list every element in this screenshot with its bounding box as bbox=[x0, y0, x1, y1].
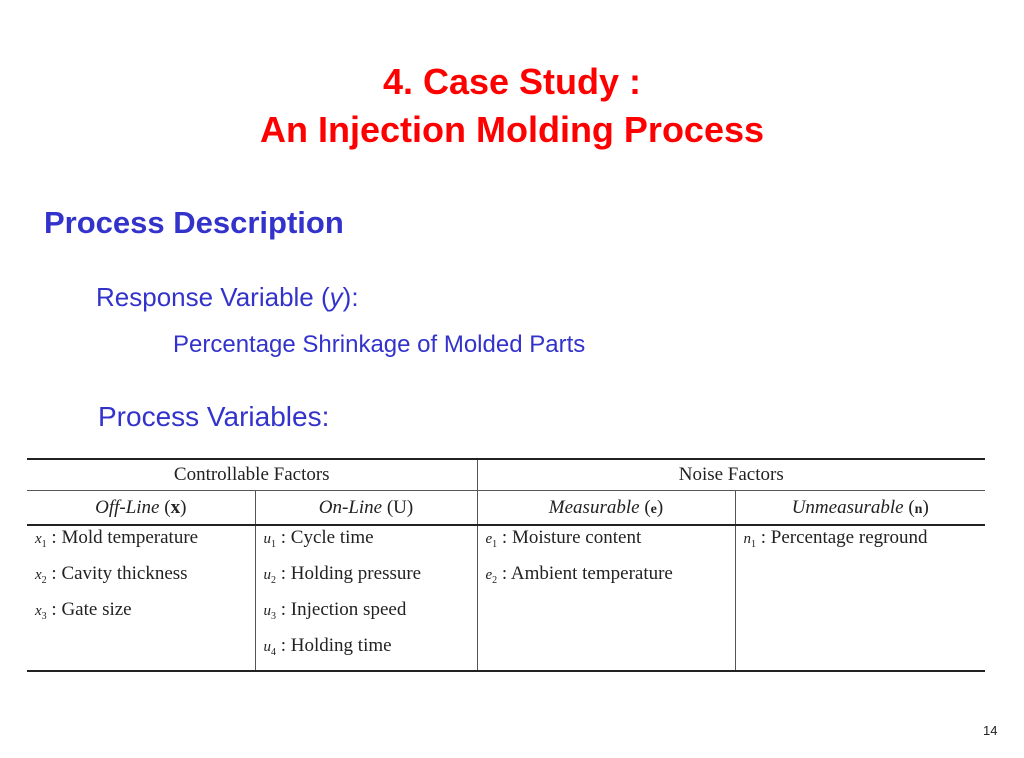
title-line-1: 4. Case Study : bbox=[382, 61, 642, 102]
list-item: x1 : Mold temperature bbox=[35, 527, 199, 550]
noise-factors-header: Noise Factors bbox=[476, 458, 985, 491]
page-number: 14 bbox=[983, 723, 998, 738]
process-variables-label: Process Variables: bbox=[98, 401, 330, 432]
section-heading: Process Description bbox=[44, 205, 344, 240]
subheader-on-line: On-Line (U) bbox=[254, 490, 477, 526]
subheader-unmeasurable: Unmeasurable (n) bbox=[734, 490, 985, 526]
list-item: u1 : Cycle time bbox=[263, 527, 374, 550]
list-item: x3 : Gate size bbox=[35, 599, 132, 622]
measurable-cell: e1 : Moisture content e2 : Ambient tempe… bbox=[476, 525, 735, 672]
factor-values-row: x1 : Mold temperature x2 : Cavity thickn… bbox=[27, 525, 985, 672]
response-variable-label: Response Variable (y): bbox=[96, 282, 359, 313]
list-item: u2 : Holding pressure bbox=[263, 563, 422, 586]
list-item: n1 : Percentage reground bbox=[743, 527, 928, 550]
controllable-factors-header: Controllable Factors bbox=[27, 458, 477, 491]
off-line-cell: x1 : Mold temperature x2 : Cavity thickn… bbox=[27, 525, 255, 672]
response-label-suffix: ): bbox=[342, 282, 359, 312]
factor-subheader-row: Off-Line (x) On-Line (U) Measurable (e) … bbox=[27, 490, 985, 526]
factor-group-row: Controllable Factors Noise Factors bbox=[27, 458, 985, 491]
list-item: e2 : Ambient temperature bbox=[485, 563, 673, 586]
unmeasurable-cell: n1 : Percentage reground bbox=[734, 525, 985, 672]
response-variable-value: Percentage Shrinkage of Molded Parts bbox=[173, 331, 586, 358]
list-item: u3 : Injection speed bbox=[263, 599, 407, 622]
slide-title: 4. Case Study : An Injection Molding Pro… bbox=[0, 58, 1024, 154]
subheader-measurable: Measurable (e) bbox=[476, 490, 735, 526]
list-item: e1 : Moisture content bbox=[485, 527, 642, 550]
response-symbol: y bbox=[329, 282, 343, 312]
list-item: x2 : Cavity thickness bbox=[35, 563, 188, 586]
factors-table: Controllable Factors Noise Factors Off-L… bbox=[27, 458, 985, 672]
subheader-off-line: Off-Line (x) bbox=[27, 490, 255, 526]
response-label-prefix: Response Variable ( bbox=[96, 282, 330, 312]
on-line-cell: u1 : Cycle time u2 : Holding pressure u3… bbox=[254, 525, 477, 672]
list-item: u4 : Holding time bbox=[263, 635, 392, 658]
title-line-2: An Injection Molding Process bbox=[259, 109, 765, 150]
